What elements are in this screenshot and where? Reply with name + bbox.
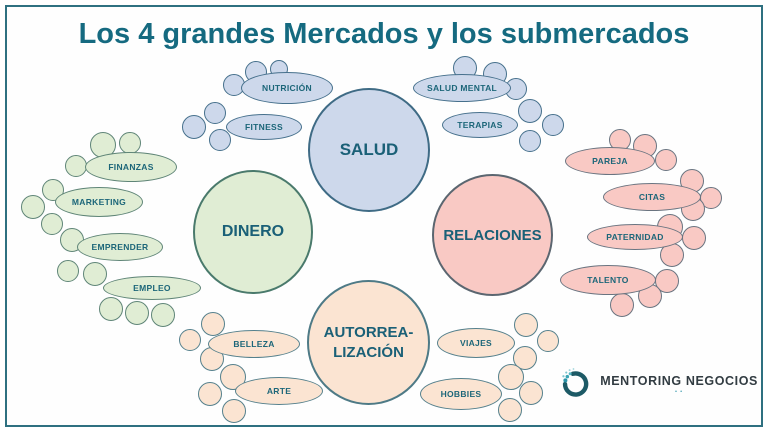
logo-swirl-icon bbox=[562, 368, 589, 397]
submarket-label: EMPRENDER bbox=[91, 242, 149, 252]
bubble bbox=[21, 195, 45, 219]
market-label-line1: AUTORREA- bbox=[323, 324, 414, 341]
bubble bbox=[83, 262, 107, 286]
page-title: Los 4 grandes Mercados y los submercados bbox=[78, 18, 690, 50]
bubble bbox=[498, 398, 522, 422]
brand-name: MENTORING NEGOCIOS bbox=[600, 373, 758, 388]
bubble bbox=[514, 313, 538, 337]
bubble bbox=[125, 301, 149, 325]
submarket-ellipse-pareja: PAREJA bbox=[565, 147, 655, 175]
submarket-label: VIAJES bbox=[459, 338, 493, 348]
submarket-label: EMPLEO bbox=[133, 283, 171, 293]
market-label: SALUD bbox=[339, 140, 399, 159]
bubble bbox=[610, 293, 634, 317]
submarket-label: MARKETING bbox=[71, 197, 127, 207]
submarket-ellipse-salud-mental: SALUD MENTAL bbox=[413, 74, 511, 102]
market-circle-salud: SALUD bbox=[308, 88, 430, 212]
market-circle-autorrealizacion: AUTORREA- LIZACIÓN bbox=[307, 280, 430, 405]
submarket-ellipse-terapias: TERAPIAS bbox=[442, 112, 518, 138]
bubble bbox=[151, 303, 175, 327]
submarket-ellipse-marketing: MARKETING bbox=[55, 187, 143, 217]
bubble bbox=[542, 114, 564, 136]
submarket-ellipse-paternidad: PATERNIDAD bbox=[587, 224, 683, 250]
submarket-label: FINANZAS bbox=[108, 162, 154, 172]
bubble bbox=[204, 102, 226, 124]
submarket-ellipse-nutricion: NUTRICIÓN bbox=[241, 72, 333, 104]
submarket-label: ARTE bbox=[266, 386, 292, 396]
bubble bbox=[682, 226, 706, 250]
submarket-ellipse-talento: TALENTO bbox=[560, 265, 656, 295]
submarket-ellipse-belleza: BELLEZA bbox=[208, 330, 300, 358]
bubble bbox=[99, 297, 123, 321]
submarket-label: NUTRICIÓN bbox=[262, 83, 312, 93]
market-label: AUTORREA- LIZACIÓN bbox=[324, 323, 414, 362]
logo-text: MENTORING NEGOCIOS • • bbox=[600, 374, 758, 395]
market-circle-relaciones: RELACIONES bbox=[432, 174, 553, 296]
submarket-label: TERAPIAS bbox=[457, 120, 503, 130]
bubble bbox=[179, 329, 201, 351]
submarket-ellipse-emprender: EMPRENDER bbox=[77, 233, 163, 261]
submarket-ellipse-finanzas: FINANZAS bbox=[85, 152, 177, 182]
brand-logo: MENTORING NEGOCIOS • • bbox=[558, 362, 758, 406]
bubble bbox=[65, 155, 87, 177]
submarket-label: CITAS bbox=[638, 192, 666, 202]
bubble bbox=[182, 115, 206, 139]
submarket-ellipse-arte: ARTE bbox=[235, 377, 323, 405]
market-circle-dinero: DINERO bbox=[193, 170, 313, 294]
bubble bbox=[537, 330, 559, 352]
bubble bbox=[519, 381, 543, 405]
submarket-label: BELLEZA bbox=[233, 339, 275, 349]
market-label: RELACIONES bbox=[443, 226, 542, 244]
bubble bbox=[519, 130, 541, 152]
market-label-line2: LIZACIÓN bbox=[333, 343, 404, 361]
submarket-ellipse-citas: CITAS bbox=[603, 183, 701, 211]
submarket-label: TALENTO bbox=[587, 275, 629, 285]
market-label: DINERO bbox=[221, 223, 285, 240]
bubble bbox=[655, 149, 677, 171]
submarket-label: SALUD MENTAL bbox=[426, 83, 498, 93]
bubble bbox=[198, 382, 222, 406]
submarket-label: HOBBIES bbox=[440, 389, 482, 399]
bubble bbox=[41, 213, 63, 235]
submarket-label: PAREJA bbox=[592, 156, 628, 166]
logo-submark: • • bbox=[675, 388, 684, 395]
submarket-label: PATERNIDAD bbox=[606, 232, 664, 242]
bubble bbox=[518, 99, 542, 123]
bubble bbox=[209, 129, 231, 151]
submarket-ellipse-empleo: EMPLEO bbox=[103, 276, 201, 300]
submarket-ellipse-hobbies: HOBBIES bbox=[420, 378, 502, 410]
submarket-label: FITNESS bbox=[245, 122, 283, 132]
submarket-ellipse-fitness: FITNESS bbox=[226, 114, 302, 140]
bubble bbox=[201, 312, 225, 336]
bubble bbox=[498, 364, 524, 390]
submarket-ellipse-viajes: VIAJES bbox=[437, 328, 515, 358]
bubble bbox=[222, 399, 246, 423]
bubble bbox=[57, 260, 79, 282]
bubble bbox=[119, 132, 141, 154]
